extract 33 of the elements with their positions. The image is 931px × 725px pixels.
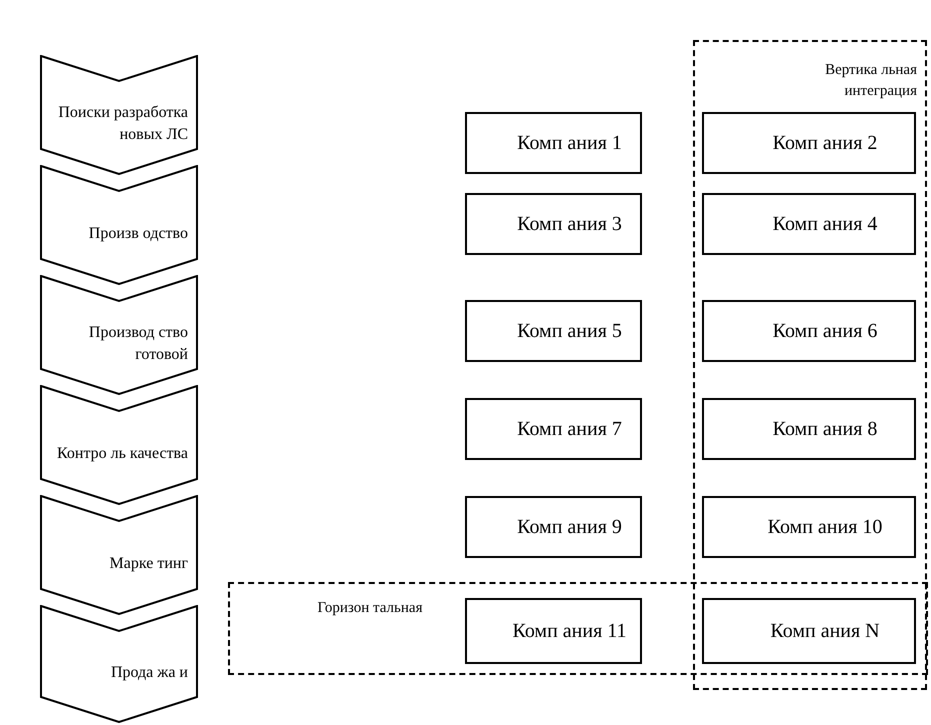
company-label: Комп ания 5: [517, 320, 622, 342]
company-box: [702, 193, 916, 255]
company-label: Комп ания 2: [772, 132, 878, 154]
group-label: Вертика льная интеграция: [824, 61, 917, 101]
dashed-group: [693, 40, 927, 690]
stage-label: Произв одство: [88, 224, 188, 244]
company-box: [702, 398, 916, 460]
company-label: Комп ания 8: [772, 418, 878, 440]
company-box: [465, 496, 642, 558]
company-label: Комп ания 1: [517, 132, 622, 154]
stage-label: Прода жа и: [110, 663, 188, 684]
company-label: Комп ания 4: [772, 212, 878, 236]
company-label: Комп ания 6: [772, 320, 878, 342]
stage-label: Производ ство готовой: [88, 323, 188, 365]
stage-label: Контро ль качества: [57, 444, 188, 464]
company-box: [702, 112, 916, 174]
company-box: [465, 300, 642, 362]
company-box: [465, 112, 642, 174]
stage-label: Поиски разработка новых ЛС: [57, 103, 188, 145]
stage-label: Марке тинг: [110, 554, 188, 574]
company-box: [702, 598, 916, 664]
company-box: [465, 598, 642, 664]
company-label: Комп ания N: [770, 620, 880, 642]
company-label: Комп ания 10: [768, 516, 882, 538]
company-box: [465, 193, 642, 255]
company-box: [702, 300, 916, 362]
company-box: [702, 496, 916, 558]
group-label: Горизон тальная: [316, 599, 424, 618]
company-label: Комп ания 3: [517, 212, 622, 236]
company-label: Комп ания 7: [517, 418, 622, 440]
company-box: [465, 398, 642, 460]
company-label: Комп ания 11: [512, 620, 627, 642]
company-label: Комп ания 9: [517, 516, 622, 538]
